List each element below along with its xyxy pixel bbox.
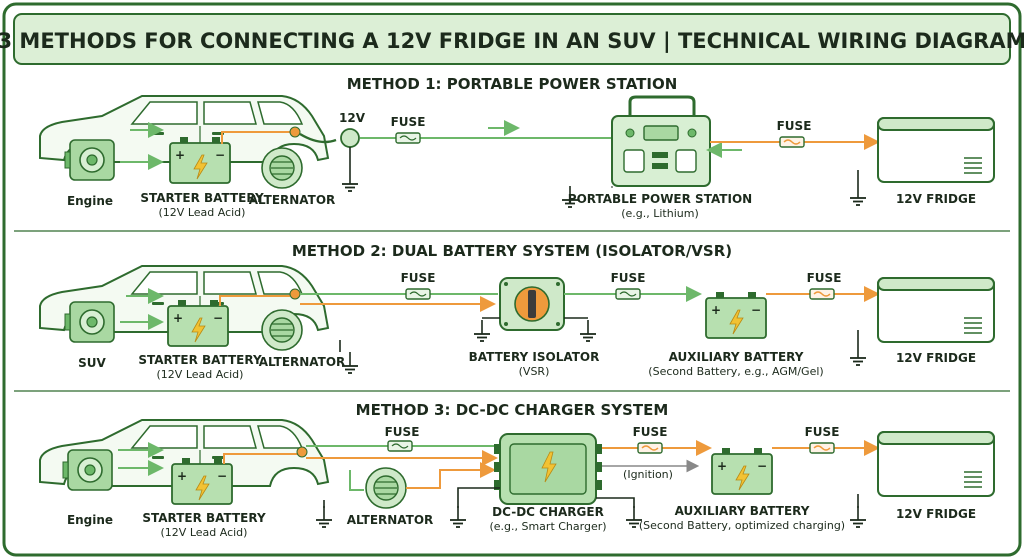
method1-fridge-icon	[877, 117, 995, 183]
method1-starter-battery-label: STARTER BATTERY	[140, 191, 264, 205]
method1-fuse2-label: FUSE	[777, 119, 812, 133]
method1-fuse1-icon	[395, 132, 421, 144]
method3-alternator-label: ALTERNATOR	[347, 513, 434, 527]
method2-heading: METHOD 2: DUAL BATTERY SYSTEM (ISOLATOR/…	[292, 242, 732, 260]
method3-fridge-label: 12V FRIDGE	[896, 507, 976, 521]
method3-ignition-label: (Ignition)	[623, 468, 673, 481]
method1-heading: METHOD 1: PORTABLE POWER STATION	[347, 75, 678, 93]
method2-fridge-label: 12V FRIDGE	[896, 351, 976, 365]
method1-alternator-label: ALTERNATOR	[249, 193, 336, 207]
method1-power-station-sublabel: (e.g., Lithium)	[621, 207, 699, 220]
method1-12v-label: 12V	[339, 111, 366, 125]
method3-engine-label: Engine	[67, 513, 113, 527]
method1-power-station-icon	[611, 95, 711, 187]
method2-aux-battery-label: AUXILIARY BATTERY	[669, 350, 804, 364]
method1-fuse2-icon	[779, 136, 805, 148]
method2-suv-label: SUV	[78, 356, 106, 370]
method2-engine-icon	[64, 301, 115, 343]
method3-fuse1-icon	[387, 440, 413, 452]
method3-aux-battery-label: AUXILIARY BATTERY	[675, 504, 810, 518]
method2-starter-battery-sublabel: (12V Lead Acid)	[157, 368, 244, 381]
method2-fuse3-icon	[809, 288, 835, 300]
method3-alternator-icon	[365, 467, 407, 509]
method3-starter-battery-label: STARTER BATTERY	[142, 511, 266, 525]
method3-starter-battery-sublabel: (12V Lead Acid)	[161, 526, 248, 539]
method2-aux-battery-sublabel: (Second Battery, e.g., AGM/Gel)	[648, 365, 823, 378]
method2-fuse1-icon	[405, 288, 431, 300]
method1-power-station-label: PORTABLE POWER STATION	[568, 192, 752, 206]
method3-engine-icon	[62, 449, 113, 491]
method2-starter-battery-icon	[167, 299, 229, 347]
method3-fuse1-label: FUSE	[385, 425, 420, 439]
method3-starter-battery-icon	[171, 457, 233, 505]
method3-charger-icon	[494, 433, 602, 505]
method1-fuse1-label: FUSE	[391, 115, 426, 129]
method1-starter-battery-sublabel: (12V Lead Acid)	[159, 206, 246, 219]
method2-starter-battery-label: STARTER BATTERY	[138, 353, 262, 367]
method2-isolator-sublabel: (VSR)	[519, 365, 550, 378]
method3-charger-label: DC-DC CHARGER	[492, 505, 604, 519]
method3-fridge-icon	[877, 431, 995, 497]
method3-heading: METHOD 3: DC-DC CHARGER SYSTEM	[356, 401, 669, 419]
method3-fuse3-label: FUSE	[805, 425, 840, 439]
method1-fridge-label: 12V FRIDGE	[896, 192, 976, 206]
method3-fuse2-icon	[637, 442, 663, 454]
method3-aux-battery-sublabel: (Second Battery, optimized charging)	[639, 519, 845, 532]
method1-12v-plug	[340, 128, 360, 148]
method2-fuse2-label: FUSE	[611, 271, 646, 285]
method3-aux-battery-icon	[711, 447, 773, 495]
method2-alternator-icon	[261, 309, 303, 351]
method2-isolator-icon	[499, 277, 565, 331]
method3-charger-sublabel: (e.g., Smart Charger)	[489, 520, 606, 533]
method2-fuse2-icon	[615, 288, 641, 300]
page-title: 3 METHODS FOR CONNECTING A 12V FRIDGE IN…	[0, 29, 1024, 54]
method3-fuse3-icon	[809, 442, 835, 454]
method2-fuse1-label: FUSE	[401, 271, 436, 285]
method1-engine-icon	[64, 139, 115, 181]
method1-engine-label: Engine	[67, 194, 113, 208]
method3-fuse2-label: FUSE	[633, 425, 668, 439]
method1-alternator-icon	[261, 147, 303, 189]
method2-fridge-icon	[877, 277, 995, 343]
method2-isolator-label: BATTERY ISOLATOR	[469, 350, 600, 364]
method2-fuse3-label: FUSE	[807, 271, 842, 285]
method2-aux-battery-icon	[705, 291, 767, 339]
method2-alternator-label: ALTERNATOR	[259, 355, 346, 369]
